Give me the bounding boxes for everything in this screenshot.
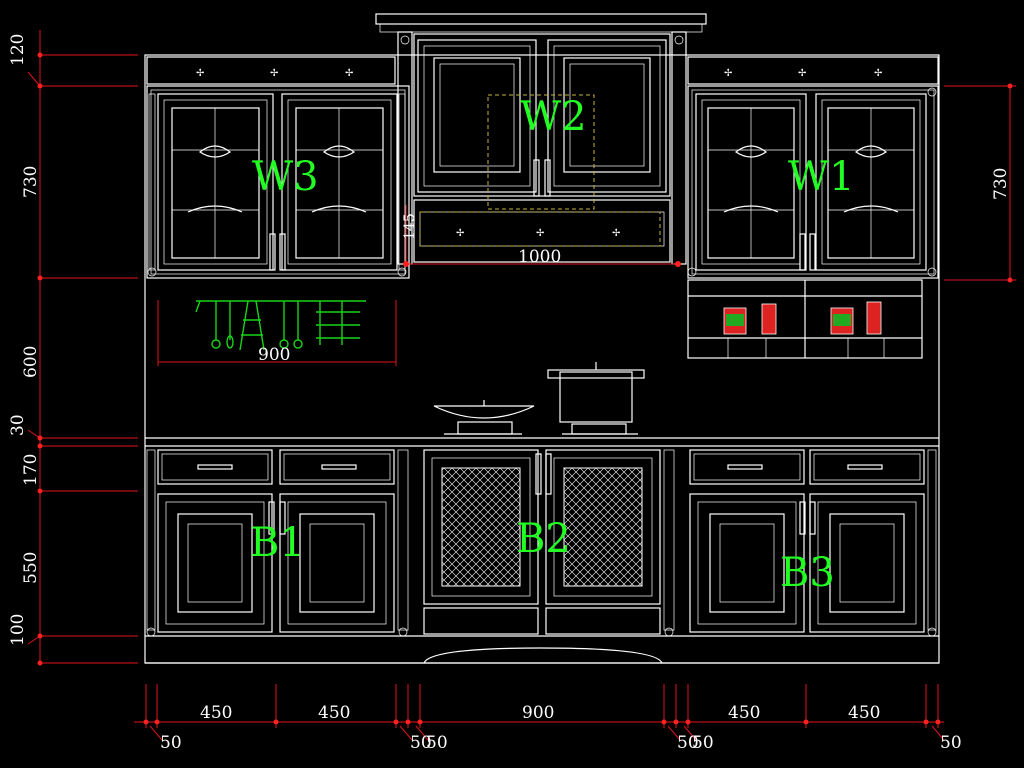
dim-width-b3-right: 450 — [848, 703, 880, 723]
dim-hood-1000: 1000 — [518, 247, 561, 267]
base-cabinet-b1 — [146, 449, 409, 637]
base-cabinet-b2 — [423, 449, 663, 664]
svg-text:✢: ✢ — [536, 228, 544, 239]
wok-and-stove — [433, 362, 645, 435]
base-cabinet-b3 — [663, 449, 937, 637]
svg-text:✢: ✢ — [270, 68, 278, 79]
dim-height-730-right: 730 — [991, 168, 1011, 200]
dim-height-730-left: 730 — [21, 166, 41, 198]
label-b1: B1 — [250, 520, 305, 566]
dim-height-120: 120 — [8, 34, 28, 66]
dim-width-b1-left: 450 — [200, 703, 232, 723]
svg-text:✢: ✢ — [456, 228, 464, 239]
dim-gap-50-b: 50 — [410, 733, 432, 753]
wall-cabinet-w1: ✢ ✢ ✢ — [687, 56, 939, 359]
wall-cabinet-w2: ✢ ✢ ✢ — [413, 33, 671, 263]
right-dimension — [944, 83, 1016, 283]
dim-gap-50-c: 50 — [426, 733, 448, 753]
svg-text:✢: ✢ — [724, 68, 732, 79]
svg-text:✢: ✢ — [612, 228, 620, 239]
label-b3: B3 — [780, 550, 835, 596]
dim-height-550: 550 — [21, 552, 41, 584]
dim-width-b1-right: 450 — [318, 703, 350, 723]
dim-rail-900: 900 — [258, 345, 290, 365]
dim-height-100: 100 — [8, 614, 28, 646]
label-b2: B2 — [516, 516, 571, 562]
label-w1: W1 — [788, 154, 855, 200]
dim-gap-50-e: 50 — [692, 733, 714, 753]
label-w3: W3 — [252, 154, 319, 200]
cabinet-outline — [144, 54, 940, 664]
bottom-dimension-chain — [134, 684, 945, 741]
dim-height-600: 600 — [21, 346, 41, 378]
dim-hood-145: 145 — [402, 213, 418, 240]
dim-width-b2: 900 — [522, 703, 554, 723]
dim-gap-50-d: 50 — [677, 733, 699, 753]
svg-text:✢: ✢ — [874, 68, 882, 79]
dim-gap-50-a: 50 — [160, 733, 182, 753]
dim-height-170: 170 — [21, 454, 41, 486]
hood-dimension — [403, 205, 681, 267]
dim-gap-50-f: 50 — [940, 733, 962, 753]
svg-text:✢: ✢ — [345, 68, 353, 79]
crown-molding — [375, 13, 707, 265]
dim-width-b3-left: 450 — [728, 703, 760, 723]
left-dimension-chain — [27, 30, 138, 666]
rail-dimension — [157, 300, 397, 366]
dim-height-30: 30 — [8, 414, 28, 436]
wall-cabinet-w3: ✢ ✢ ✢ — [146, 56, 410, 279]
svg-text:✢: ✢ — [798, 68, 806, 79]
svg-text:✢: ✢ — [196, 68, 204, 79]
label-w2: W2 — [520, 94, 587, 140]
utensil-rail — [195, 300, 366, 351]
